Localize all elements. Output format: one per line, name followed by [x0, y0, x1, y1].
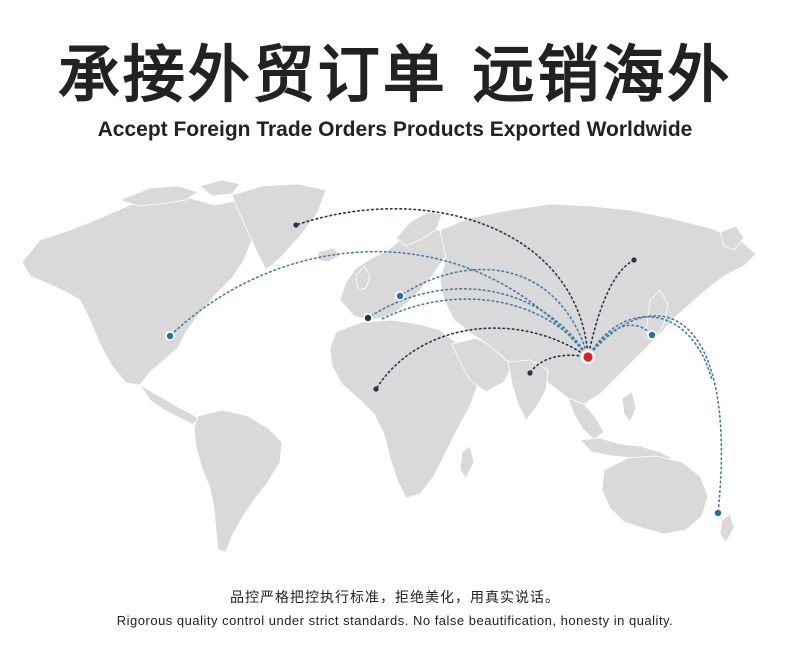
origin-marker-china [583, 352, 593, 362]
marker-japan-dot [648, 331, 656, 339]
landmasses [21, 179, 757, 553]
marker-north-america-dot [166, 332, 174, 340]
route-india [529, 354, 589, 374]
africa [329, 319, 479, 499]
marker-western-europe-dot [364, 314, 372, 322]
southeast-asia [567, 397, 605, 441]
caption-chinese: 品控严格把控执行标准，拒绝美化，用真实说话。 [230, 590, 560, 606]
route-north-america [169, 250, 589, 358]
route-western-europe [367, 288, 589, 358]
japan [645, 289, 669, 341]
australia [601, 455, 709, 535]
world-map [21, 179, 757, 553]
indonesia [579, 437, 674, 463]
marker-new-zealand-dot [714, 509, 722, 517]
new-zealand [719, 513, 735, 543]
headline-english: Accept Foreign Trade Orders Products Exp… [97, 118, 693, 141]
greenland [231, 183, 327, 271]
kamchatka [719, 225, 745, 251]
destination-markers [165, 222, 723, 518]
marker-africa [373, 386, 379, 392]
route-new-zealand [587, 315, 723, 514]
route-japan [587, 324, 653, 358]
route-russia [587, 259, 635, 358]
madagascar [459, 445, 475, 479]
north-america [21, 195, 281, 386]
marker-greenland [293, 222, 299, 228]
route-africa [375, 327, 589, 390]
india [507, 359, 549, 421]
marker-india [527, 370, 533, 376]
route-greenland [295, 207, 589, 358]
scandinavia [395, 211, 443, 247]
south-america [193, 409, 283, 553]
headline-chinese: 承接外贸订单 远销海外 [57, 38, 733, 111]
europe [339, 227, 453, 321]
caption-english: Rigorous quality control under strict st… [116, 613, 674, 628]
route-pacific [587, 315, 713, 381]
route-europe-2 [379, 298, 589, 358]
philippines [621, 391, 637, 423]
shipping-routes [169, 207, 723, 514]
central-america [139, 384, 201, 425]
arctic-islands [118, 185, 199, 207]
asia [439, 203, 757, 405]
marker-northern-europe-dot [396, 292, 404, 300]
arctic-islands-2 [199, 179, 241, 197]
marker-russia [631, 257, 637, 263]
british-isles [355, 265, 371, 291]
